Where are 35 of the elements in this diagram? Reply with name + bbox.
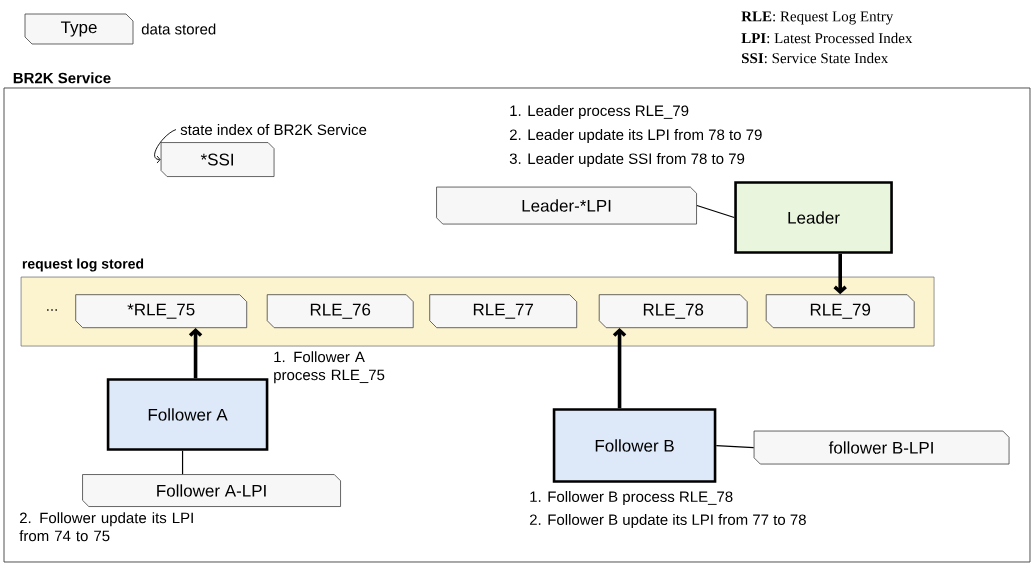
abbreviation-key: LPI: Latest Processed Index: [741, 32, 913, 44]
follower-box: Follower A: [106, 378, 269, 451]
step-note: 2. Leader update its LPI from 78 to 79: [509, 129, 762, 143]
arrow: [154, 129, 177, 164]
data-tag: *RLE_75: [75, 294, 248, 329]
connector-line: [715, 444, 755, 449]
step-note: 3. Leader update SSI from 78 to 79: [509, 153, 745, 167]
data-tag: Leader-*LPI: [436, 186, 697, 225]
data-tag: RLE_77: [429, 294, 578, 329]
step-note: 2. Follower B update its LPI from 77 to 78: [529, 514, 806, 528]
data-tag: RLE_78: [598, 294, 748, 329]
follower-box: Follower B: [552, 408, 717, 483]
step-note: 1. Follower B process RLE_78: [530, 491, 733, 505]
connector-line: [696, 204, 735, 219]
data-tag: RLE_79: [765, 294, 915, 329]
node-label: request log stored: [22, 258, 144, 272]
leader-box: Leader: [734, 181, 893, 254]
step-note: 1. Follower A process RLE_75: [274, 351, 385, 384]
step-note: 1. Leader process RLE_79: [510, 105, 689, 119]
arrow: [833, 253, 847, 295]
data-tag: *SSI: [160, 142, 275, 177]
data-tag: Type: [24, 13, 134, 45]
arrow: [188, 328, 203, 379]
step-note: 2. Follower update its LPI from 74 to 75: [19, 512, 193, 542]
data-tag: follower B-LPI: [753, 430, 1010, 465]
arrow: [612, 328, 627, 409]
ellipsis: ...: [47, 309, 57, 311]
abbreviation-key: RLE: Request Log Entry: [741, 11, 894, 25]
data-tag: RLE_76: [266, 294, 414, 329]
annotation-text: state index of BR2K Service: [180, 124, 367, 136]
abbreviation-key: SSI: Service State Index: [742, 52, 889, 64]
data-tag: Follower A-LPI: [82, 474, 341, 507]
node-label: BR2K Service: [13, 72, 111, 84]
connector-line: [181, 450, 184, 475]
step-note: data stored: [141, 23, 216, 35]
